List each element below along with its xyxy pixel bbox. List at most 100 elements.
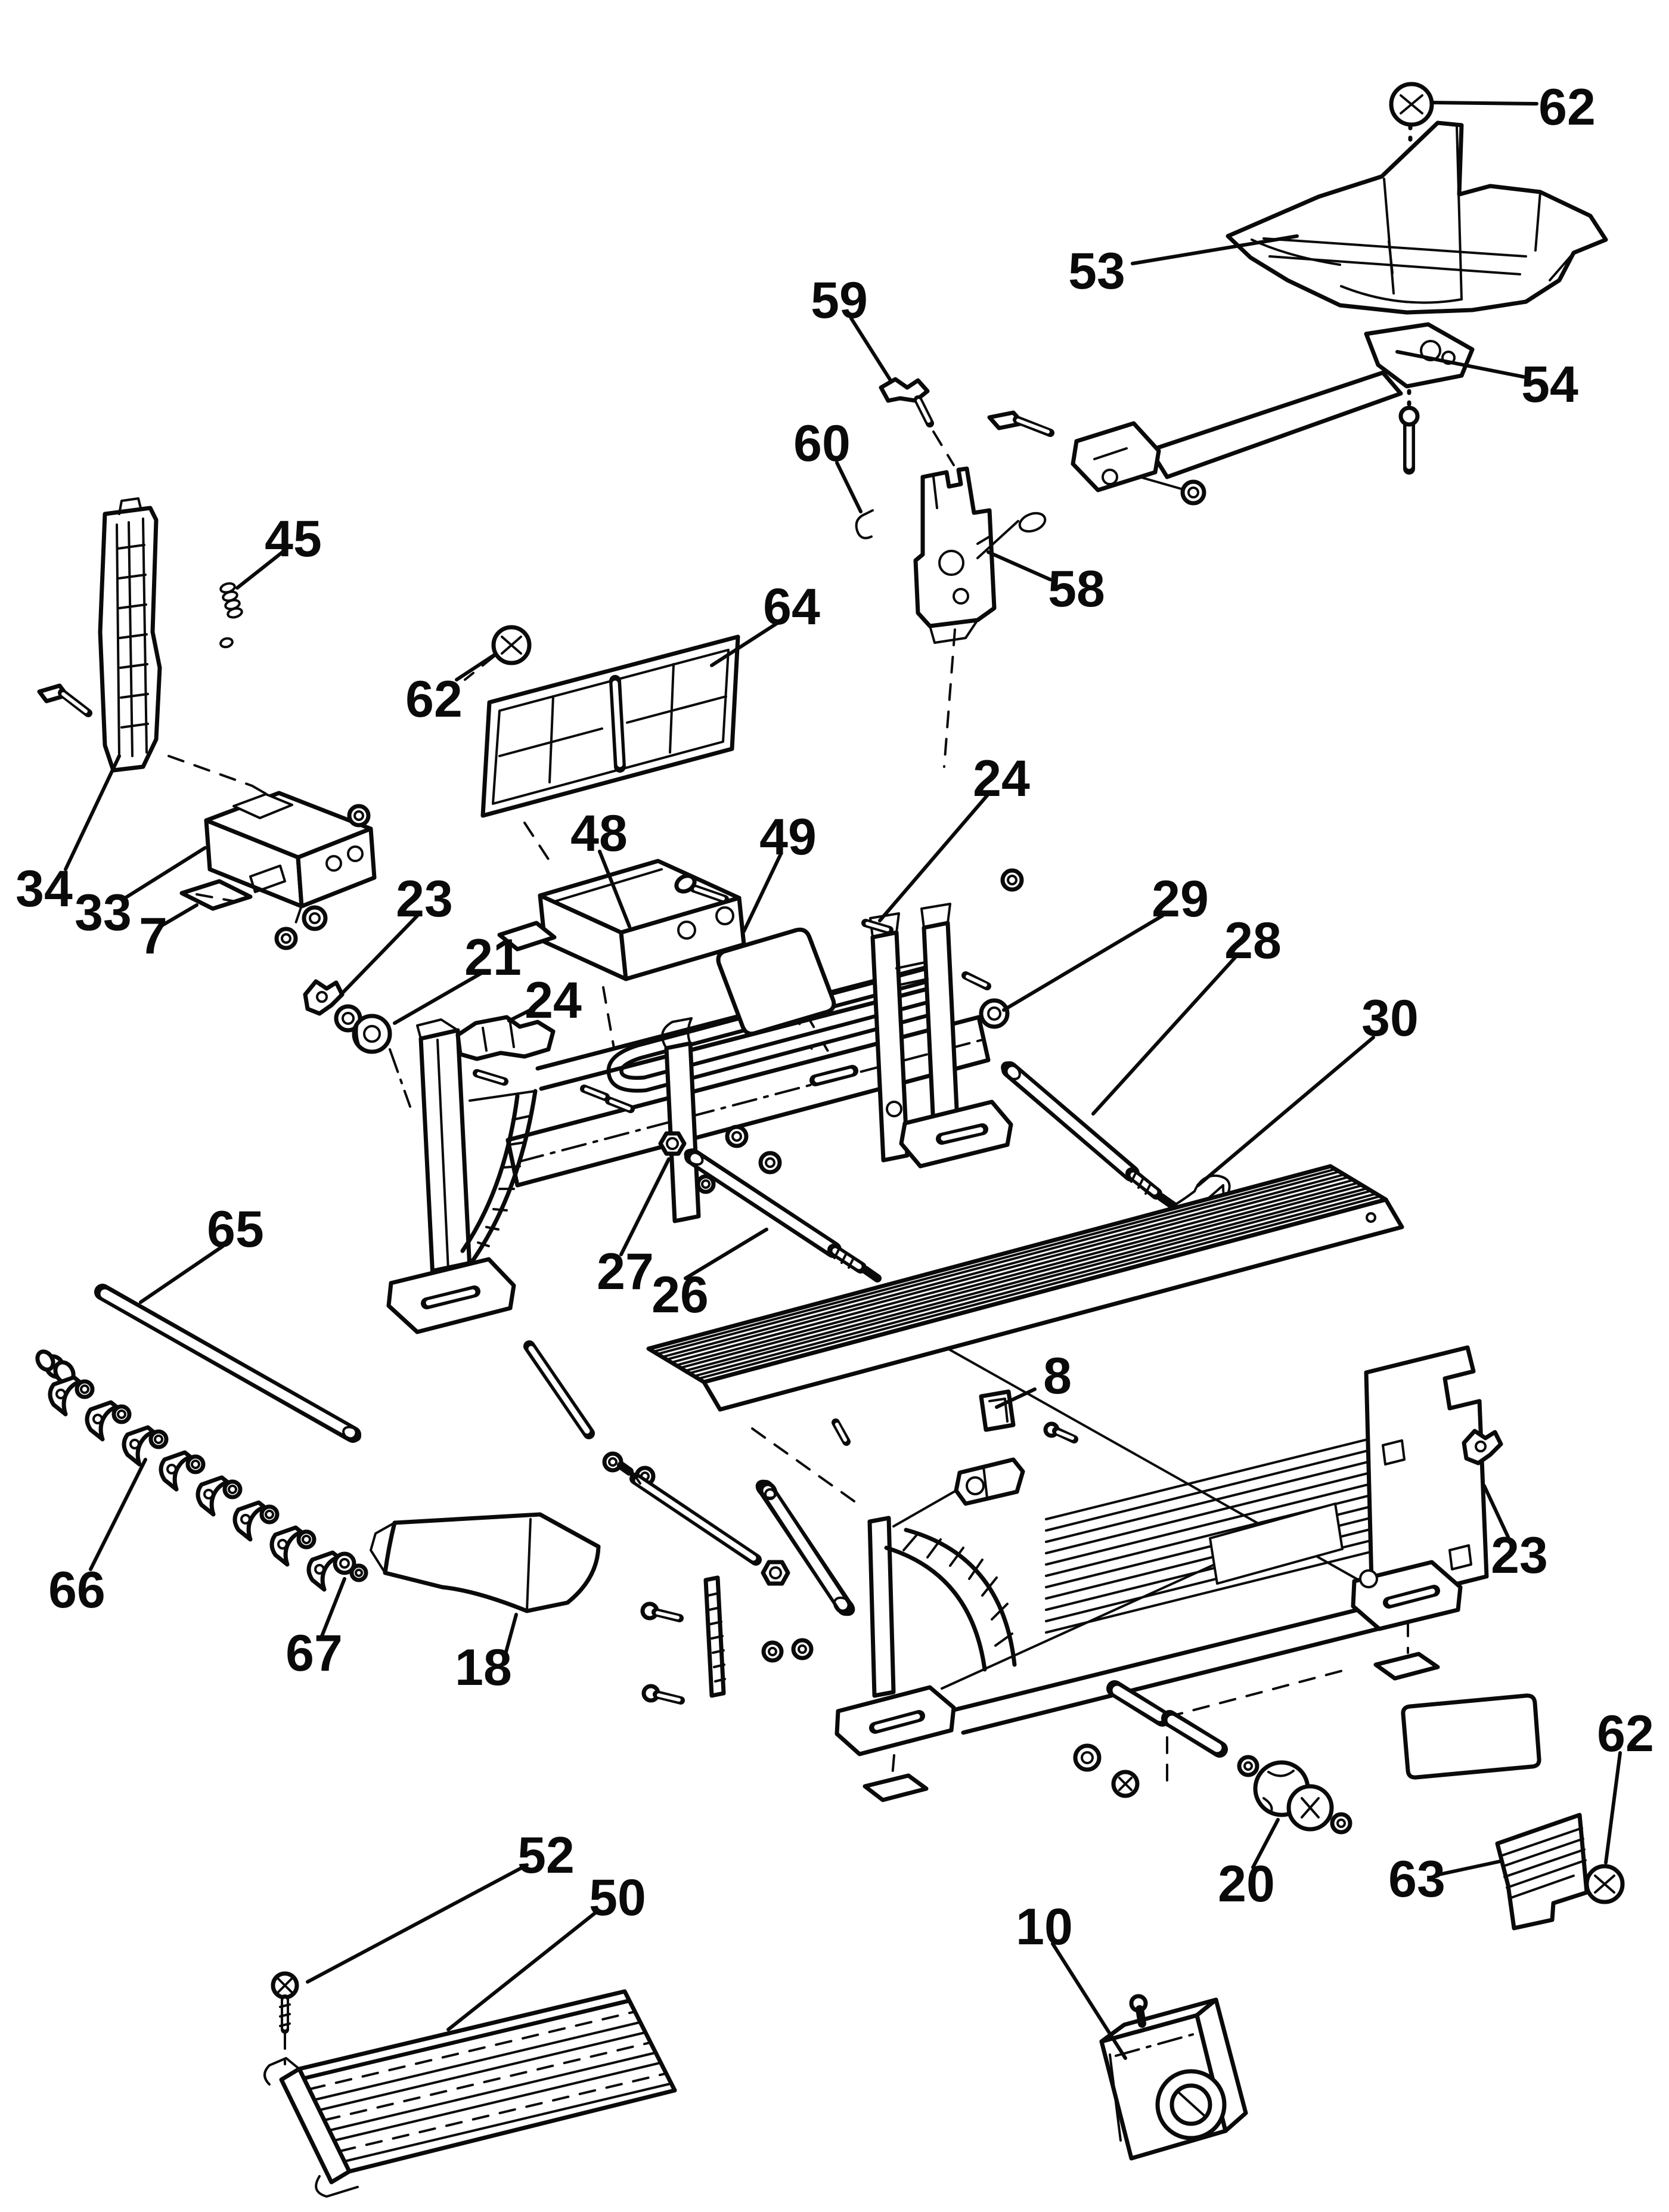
callout-part-number: 62 xyxy=(1538,79,1596,136)
callout-part-number: 58 xyxy=(1048,560,1105,618)
callout-part-number: 53 xyxy=(1068,243,1125,300)
blade-guard-assembly xyxy=(987,82,1608,506)
knob-icon xyxy=(491,625,532,665)
pivot-bracket xyxy=(913,466,997,644)
handle-rail xyxy=(606,966,945,1093)
callout-62: 62 xyxy=(1597,1705,1654,1864)
callout-leader-line xyxy=(1091,956,1237,1116)
nut-icon xyxy=(347,804,371,828)
riving-bracket-cluster xyxy=(855,377,1047,644)
callout-leader-line xyxy=(339,914,419,996)
callout-leader-line xyxy=(160,903,198,927)
callout-24: 24 xyxy=(507,972,582,1029)
callout-leader-line xyxy=(139,1244,225,1304)
bolt-icon xyxy=(674,873,729,903)
callout-45: 45 xyxy=(235,510,322,590)
thumb-screw-icon xyxy=(271,1971,299,2034)
knob-icon xyxy=(1584,1864,1625,1904)
callout-leader-line xyxy=(446,1909,600,2031)
callout-23: 23 xyxy=(1482,1484,1548,1584)
callout-leader-line xyxy=(1196,1036,1375,1187)
round-knob-icon xyxy=(352,1014,392,1054)
ruler-strip xyxy=(703,1575,726,1698)
callout-52: 52 xyxy=(306,1827,575,1984)
callout-part-number: 62 xyxy=(1597,1705,1654,1762)
callout-leader-line xyxy=(684,1228,768,1280)
ramp-hatching xyxy=(303,2000,671,2163)
callout-leader-line xyxy=(1604,1751,1622,1864)
callout-part-number: 54 xyxy=(1521,356,1578,413)
callout-50: 50 xyxy=(446,1869,646,2031)
callout-leader-line xyxy=(123,846,207,900)
nut-icon xyxy=(1111,1770,1140,1798)
callout-leader-line xyxy=(393,971,483,1025)
callout-leader-line xyxy=(1430,101,1538,106)
callout-part-number: 34 xyxy=(15,860,73,918)
callout-leader-line xyxy=(64,754,121,871)
callout-part-number: 28 xyxy=(1224,912,1282,969)
callout-part-number: 18 xyxy=(455,1639,512,1696)
callout-part-number: 66 xyxy=(48,1562,106,1619)
clip-icon xyxy=(855,509,874,540)
callout-leader-line xyxy=(619,1157,671,1256)
callout-part-number: 65 xyxy=(207,1201,264,1258)
lower-base-assembly xyxy=(834,1345,1625,1931)
linkage-hardware xyxy=(523,1340,855,1705)
shaft-cluster xyxy=(979,998,1231,1250)
motor-box xyxy=(1099,1994,1248,2161)
blade-guard xyxy=(1226,120,1608,315)
callout-part-number: 20 xyxy=(1218,1855,1275,1913)
hex-washer-icon xyxy=(658,1131,687,1156)
callout-leader-line xyxy=(1395,350,1525,379)
callout-part-number: 23 xyxy=(1491,1527,1548,1584)
spring-icon xyxy=(219,582,243,649)
gib-block-and-plate xyxy=(497,859,836,1036)
right-upright xyxy=(869,903,1013,1169)
support-column xyxy=(98,497,162,773)
spring-rod xyxy=(523,1340,595,1439)
anti-kickback-pawl-set xyxy=(35,1349,368,1590)
callout-58: 58 xyxy=(986,550,1105,618)
callout-part-number: 60 xyxy=(793,415,851,472)
callout-part-number: 24 xyxy=(525,972,582,1029)
pad xyxy=(179,879,253,911)
nut-icon xyxy=(274,927,298,950)
gear-housing-box xyxy=(204,791,377,909)
callout-part-number: 24 xyxy=(973,750,1030,807)
roll-pin-icon xyxy=(861,919,894,934)
nameplate xyxy=(1401,1693,1541,1780)
washer-icon xyxy=(1000,868,1024,892)
right-base-support xyxy=(1351,1345,1489,1681)
callout-leader-line xyxy=(986,550,1052,581)
callout-27: 27 xyxy=(597,1157,671,1300)
threaded-rod xyxy=(617,1461,762,1566)
link-arm xyxy=(755,1479,855,1616)
left-column-group xyxy=(37,497,740,950)
carriage-fastener-cluster xyxy=(303,979,508,1086)
callout-29: 29 xyxy=(1002,870,1209,1012)
callout-33: 33 xyxy=(75,846,207,941)
table-top xyxy=(646,1164,1404,1446)
callout-leader-line xyxy=(878,792,990,922)
callout-60: 60 xyxy=(793,415,863,513)
callout-part-number: 30 xyxy=(1361,990,1419,1047)
callout-63: 63 xyxy=(1388,1851,1502,1908)
vent-ribs xyxy=(1045,1435,1381,1634)
callout-part-number: 62 xyxy=(405,671,463,728)
lag-screw-icon xyxy=(640,1601,685,1705)
table-ribs xyxy=(652,1168,1382,1380)
depth-rod xyxy=(94,1284,361,1443)
callout-leader-line xyxy=(1051,1942,1127,2060)
callout-20: 20 xyxy=(1218,1818,1280,1913)
callout-leader-line xyxy=(1482,1484,1511,1541)
callout-leader-line xyxy=(235,550,284,590)
nut-icon xyxy=(791,1638,814,1660)
capsule-screw-icon xyxy=(580,971,991,1113)
callout-part-number: 48 xyxy=(570,805,628,862)
wing-screw-icon xyxy=(1462,1429,1503,1466)
callout-leader-line xyxy=(507,1006,537,1023)
screw-icon xyxy=(832,1418,851,1446)
nut-icon xyxy=(1180,479,1206,506)
foot-pad xyxy=(1495,1813,1589,1931)
roll-pin-icon xyxy=(473,1069,508,1086)
